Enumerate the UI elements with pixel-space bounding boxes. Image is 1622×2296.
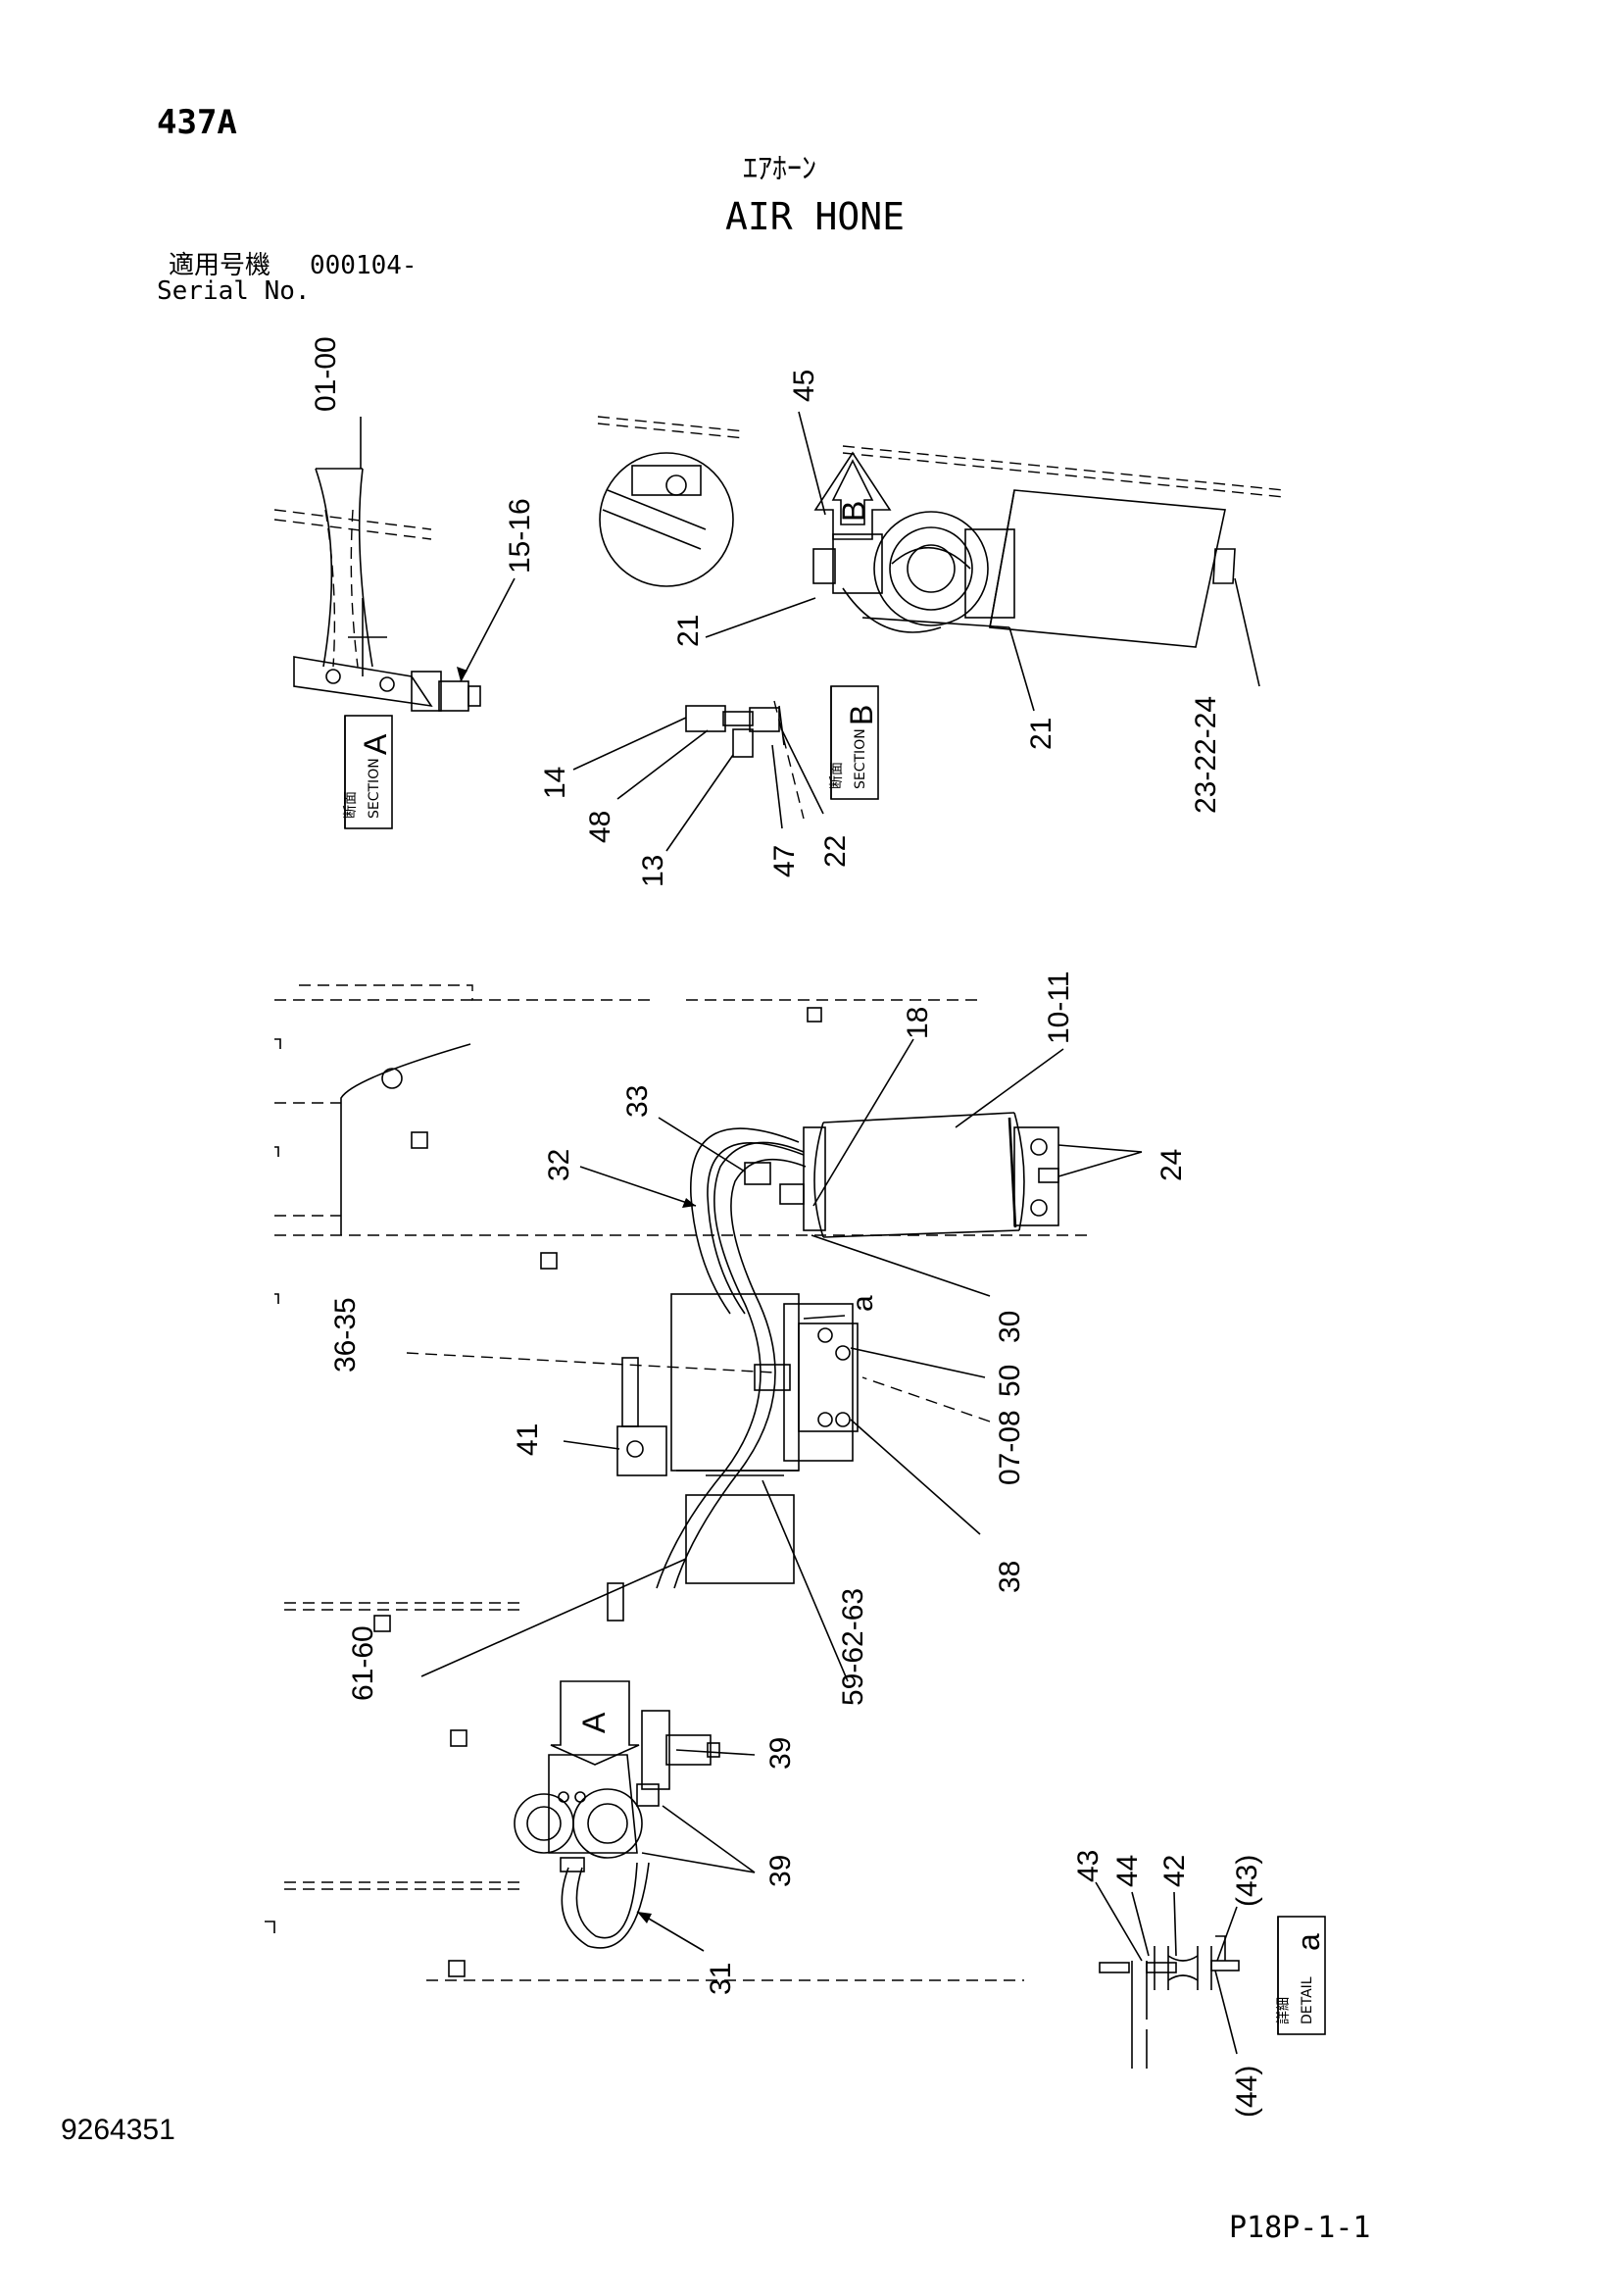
svg-text:断面: 断面: [829, 762, 845, 789]
leader-48: [616, 729, 709, 800]
leader-24a: [1057, 1144, 1143, 1153]
callout-13: 13: [637, 855, 669, 887]
callout-43: 43: [1072, 1850, 1105, 1882]
svg-text:A: A: [358, 733, 393, 755]
leader-24b: [1057, 1151, 1143, 1177]
leader-42: [1173, 1891, 1177, 1957]
callout-23-22-24: 23-22-24: [1190, 696, 1222, 814]
callout-43-parenthesized: (43): [1231, 1855, 1263, 1907]
leader-13: [665, 754, 734, 852]
serial-label-japanese: 適用号機: [169, 251, 271, 280]
leader-23-22-24: [1234, 577, 1260, 687]
callout-45: 45: [788, 370, 820, 402]
callout-36-35: 36-35: [329, 1297, 362, 1373]
callout-21a: 21: [672, 615, 705, 647]
svg-text:詳細: 詳細: [1276, 1997, 1292, 2024]
callout-14: 14: [539, 767, 571, 799]
callout-44-parenthesized: (44): [1231, 2066, 1263, 2118]
leader-30: [811, 1234, 991, 1297]
svg-text:DETAIL: DETAIL: [1300, 1976, 1315, 2024]
serial-label-english: Serial No.: [157, 276, 311, 306]
column-assembly: [273, 468, 481, 712]
svg-text:SECTION: SECTION: [367, 758, 382, 819]
horn-assembly: [514, 1710, 720, 1949]
callout-38: 38: [994, 1561, 1026, 1593]
callout-32: 32: [543, 1149, 575, 1181]
svg-text:a: a: [1291, 1933, 1326, 1951]
leader-10-11: [955, 1048, 1064, 1128]
serial-number: 000104-: [310, 251, 418, 280]
page-code: 437A: [157, 103, 237, 142]
callout-18: 18: [902, 1007, 934, 1039]
arrow-b: [813, 451, 892, 540]
callout-59-62-63: 59-62-63: [837, 1588, 869, 1706]
leader-39a: [675, 1749, 756, 1756]
callout-24: 24: [1155, 1149, 1188, 1181]
callout-44: 44: [1111, 1855, 1144, 1887]
callout-21b: 21: [1025, 718, 1057, 750]
detail-a-label: 詳細 DETAIL a: [1276, 1916, 1326, 2035]
leader-07-08: [861, 1376, 991, 1423]
callout-30: 30: [994, 1311, 1026, 1343]
callout-15-16: 15-16: [504, 498, 536, 574]
callout-31: 31: [705, 1963, 737, 1995]
air-tank: [803, 1112, 1059, 1238]
detail-a-drawing: [1099, 1935, 1240, 2069]
leader-21a: [705, 597, 816, 638]
leader-61-60: [420, 1558, 687, 1677]
arrow-b-letter: B: [836, 501, 871, 522]
leader-50: [850, 1347, 986, 1378]
document-number: 9264351: [61, 2114, 175, 2146]
top-tank-assembly: [597, 416, 1285, 648]
leader-22: [781, 729, 824, 815]
svg-text:断面: 断面: [343, 791, 359, 819]
callout-42: 42: [1158, 1855, 1191, 1887]
arrow-a-letter: A: [576, 1712, 612, 1733]
main-frame: [274, 984, 1088, 1304]
leader-a: [803, 1315, 846, 1320]
callout-a: a: [847, 1295, 879, 1312]
title-japanese: ｴｱﾎｰﾝ: [743, 152, 816, 186]
leader-18: [812, 1038, 914, 1207]
svg-text:B: B: [844, 705, 879, 725]
leader-36-35: [406, 1352, 775, 1373]
callout-47: 47: [768, 845, 801, 877]
leader-14: [572, 717, 687, 771]
svg-text:SECTION: SECTION: [853, 728, 868, 789]
leader-33: [658, 1117, 746, 1173]
callout-07-08: 07-08: [994, 1410, 1026, 1485]
callout-33: 33: [621, 1085, 654, 1118]
section-b-label: 断面 SECTION B: [829, 685, 879, 800]
leader-39b: [662, 1805, 756, 1873]
callout-39a: 39: [764, 1737, 797, 1770]
leader-32: [579, 1166, 697, 1207]
leader-39c: [641, 1852, 756, 1873]
section-a-label: 断面 SECTION A: [343, 715, 393, 829]
leader-44p: [1214, 1970, 1238, 2055]
leader-15-16: [460, 577, 516, 682]
title-english: AIR HONE: [725, 195, 906, 238]
callout-01-00: 01-00: [310, 336, 342, 412]
callout-50: 50: [994, 1365, 1026, 1397]
callout-41: 41: [512, 1423, 544, 1456]
callout-61-60: 61-60: [347, 1625, 379, 1701]
leader-47: [771, 744, 783, 829]
leader-43: [1095, 1881, 1143, 1962]
leader-41: [563, 1440, 620, 1450]
leader-45: [798, 411, 826, 516]
callout-22: 22: [819, 835, 852, 868]
leader-44: [1131, 1891, 1150, 1957]
leader-21b: [1008, 626, 1035, 712]
section-b-fittings: [685, 700, 805, 820]
leader-59-62-63: [762, 1479, 849, 1682]
page-reference: P18P-1-1: [1229, 2211, 1371, 2245]
leader-43p: [1216, 1906, 1238, 1962]
leader-38: [850, 1419, 981, 1535]
callout-10-11: 10-11: [1043, 971, 1075, 1044]
callout-48: 48: [584, 811, 616, 843]
hoses-and-valves: [616, 1127, 859, 1589]
callout-39b: 39: [764, 1855, 797, 1887]
